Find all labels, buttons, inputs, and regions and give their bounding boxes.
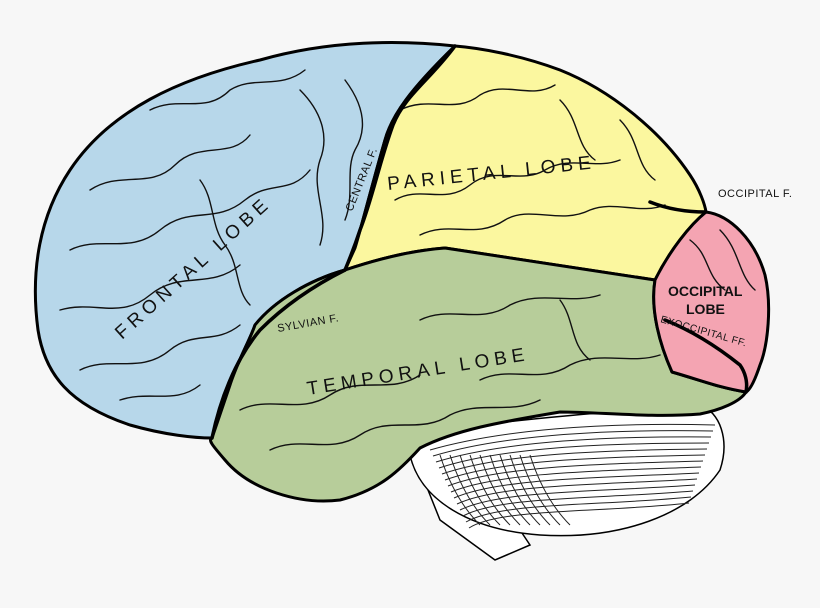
cerebellum-radial-line [449, 454, 491, 526]
cerebellum-folium-line [444, 454, 706, 481]
cerebellum-radial-line [469, 454, 511, 526]
cerebellum-folium-line [468, 502, 690, 529]
cerebellum-radial-line [509, 454, 551, 526]
cerebellum-radial-line [489, 454, 531, 526]
fissures [210, 44, 749, 440]
occipital-fissure-label: OCCIPITAL F. [718, 188, 792, 200]
cerebellum-folium-line [462, 490, 694, 517]
cerebellum-radial-line [519, 454, 561, 526]
cerebellum [409, 404, 725, 561]
cerebellum-radial-line [439, 454, 481, 526]
central-fissure-line [343, 44, 457, 272]
sylvian-fissure-line [210, 268, 347, 440]
occipital-lobe-label-line2: LOBE [686, 301, 725, 317]
cerebellum-folia [429, 423, 716, 529]
occipital-fissure-line [648, 200, 708, 214]
cerebellum-folium-line [441, 448, 708, 475]
cerebellum-folium-line [432, 430, 714, 457]
cerebellum-folium-line [435, 436, 712, 463]
cerebellum-folium-line [429, 423, 716, 451]
cerebellum-folium-line [438, 442, 710, 469]
cerebellum-radial-line [499, 454, 541, 526]
cerebellum-folium-line [459, 484, 696, 511]
occipital-lobe-label-line1: OCCIPITAL [668, 283, 743, 299]
gyri [59, 69, 756, 451]
cerebellum-radial-line [529, 454, 571, 526]
exoccipital-fissure-line [663, 318, 749, 394]
cerebellum-radial-line [479, 454, 521, 526]
cerebellum-folium-line [453, 472, 700, 499]
cerebellum-folium-line [456, 478, 698, 505]
cerebellum-radial-line [459, 454, 501, 526]
cerebellum-folium-line [447, 460, 704, 487]
